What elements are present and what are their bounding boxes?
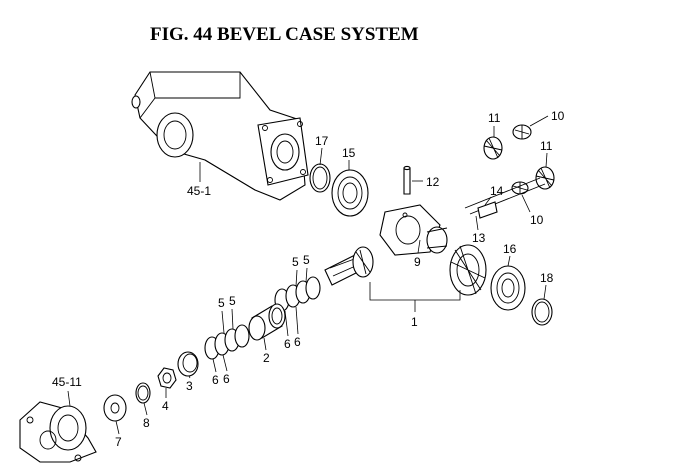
- callout-15: 15: [342, 146, 356, 160]
- part-1-drive-pinion: [324, 246, 374, 286]
- callout-labels: 45-1 17 15 12 11 10 11 10 14 13 9 16 18 …: [52, 109, 565, 449]
- callout-45-1: 45-1: [187, 184, 211, 198]
- bevel-case-lower-housing: [19, 401, 97, 463]
- callout-16: 16: [503, 242, 517, 256]
- part-9-differential-case: [379, 204, 448, 256]
- callout-10-upper: 10: [551, 109, 565, 123]
- callout-18: 18: [540, 271, 554, 285]
- callout-6-lower-a: 6: [212, 373, 219, 387]
- callout-11-lower: 11: [540, 139, 553, 153]
- callout-5-upper-a: 5: [292, 255, 299, 269]
- callout-17: 17: [315, 134, 329, 148]
- callout-5-lower-b: 5: [229, 294, 236, 308]
- bevel-case-housing: [131, 71, 309, 201]
- part-11-pinion-gear-upper: [483, 136, 503, 160]
- callout-6-upper-b: 6: [294, 335, 301, 349]
- callout-5-lower-a: 5: [218, 296, 225, 310]
- callout-14: 14: [490, 184, 504, 198]
- part-3-collar: [177, 351, 199, 377]
- part-14-shaft: [464, 177, 546, 219]
- figure-title: FIG. 44 BEVEL CASE SYSTEM: [150, 24, 419, 45]
- callout-9: 9: [414, 255, 421, 269]
- part-16-bearing: [490, 265, 526, 311]
- callout-7: 7: [115, 435, 122, 449]
- part-5-6-o-rings-lower: [204, 324, 250, 360]
- callout-1: 1: [411, 315, 418, 329]
- part-2-sleeve: [248, 303, 286, 341]
- callout-45-11: 45-11: [52, 375, 82, 389]
- part-15-bearing: [331, 169, 369, 217]
- callout-6-lower-b: 6: [223, 372, 230, 386]
- callout-6-upper-a: 6: [284, 337, 291, 351]
- part-18-snap-ring: [531, 298, 553, 326]
- part-1-ring-gear: [449, 244, 487, 296]
- callout-10-lower: 10: [530, 213, 544, 227]
- part-10-side-gear-upper: [512, 124, 532, 140]
- part-7-washer: [103, 394, 127, 422]
- callout-8: 8: [143, 416, 150, 430]
- callout-3: 3: [186, 379, 193, 393]
- part-5-6-o-rings-upper: [274, 276, 321, 312]
- callout-5-upper-b: 5: [303, 253, 310, 267]
- callout-12: 12: [426, 175, 440, 189]
- part-8-snap-ring: [135, 382, 151, 404]
- part-12-pin: [403, 165, 411, 195]
- part-17-snap-ring: [309, 163, 331, 193]
- callout-13: 13: [472, 231, 486, 245]
- part-11-pinion-gear-lower: [535, 166, 555, 190]
- callout-4: 4: [162, 399, 169, 413]
- leader-lines: [67, 115, 549, 435]
- callout-2: 2: [263, 351, 270, 365]
- callout-11-upper: 11: [488, 111, 501, 125]
- part-10-side-gear-lower: [511, 181, 529, 195]
- part-4-nut: [157, 367, 177, 389]
